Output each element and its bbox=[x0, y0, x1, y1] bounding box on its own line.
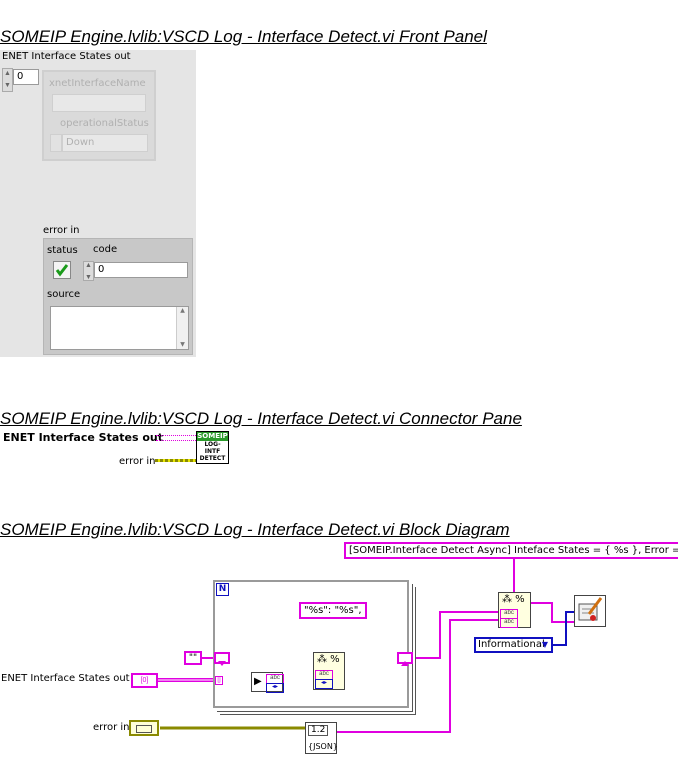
json-label-icon: {JSON} bbox=[308, 742, 338, 751]
operational-status-stepper[interactable] bbox=[50, 134, 62, 152]
log-pen-icon bbox=[578, 597, 603, 621]
empty-string-constant[interactable]: "" bbox=[184, 651, 202, 665]
source-scrollbar[interactable]: ▲ ▼ bbox=[176, 307, 188, 349]
shift-up-icon bbox=[401, 661, 409, 666]
log-level-enum[interactable]: Informational ▼ bbox=[474, 637, 553, 653]
unbundle-enum-icon: ◂▸ bbox=[266, 683, 284, 693]
array-index-input[interactable]: 0 bbox=[13, 69, 39, 85]
status-checkbox[interactable] bbox=[53, 261, 71, 279]
enet-array-terminal[interactable]: [0] bbox=[131, 673, 158, 688]
source-label: source bbox=[47, 289, 81, 300]
source-textarea[interactable]: ▲ ▼ bbox=[50, 306, 189, 350]
vi-icon: SOMEIP LOG- INTF DETECT bbox=[196, 431, 229, 464]
code-stepper[interactable]: ▲▼ bbox=[83, 261, 94, 281]
code-label: code bbox=[93, 244, 118, 255]
log-level-value: Informational bbox=[478, 639, 545, 650]
for-loop-structure[interactable]: N bbox=[213, 580, 409, 708]
checkmark-icon bbox=[55, 264, 69, 277]
connector-output-wire bbox=[156, 435, 196, 441]
error-in-cluster: status code ▲▼ 0 source ▲ ▼ bbox=[43, 238, 193, 355]
operational-status-field[interactable]: Down bbox=[62, 134, 148, 152]
code-input[interactable]: 0 bbox=[94, 262, 188, 278]
xnet-interface-name-field[interactable] bbox=[52, 94, 146, 112]
error-in-terminal-label: error in bbox=[93, 722, 130, 733]
format-enum-icon: ◂▸ bbox=[315, 679, 333, 689]
error-in-terminal[interactable] bbox=[129, 720, 159, 736]
vi-icon-text: LOG- INTF DETECT bbox=[199, 441, 226, 462]
array-index-stepper[interactable]: ▲▼ bbox=[2, 68, 13, 92]
cluster-element: xnetInterfaceName operationalStatus Down bbox=[42, 70, 156, 161]
unbundle-by-name-node[interactable]: ▶ abc ◂▸ bbox=[251, 672, 284, 693]
connector-input-wire bbox=[155, 459, 196, 462]
error-in-label: error in bbox=[43, 225, 80, 236]
enet-terminal-label: ENET Interface States out bbox=[1, 673, 130, 684]
xnet-interface-name-label: xnetInterfaceName bbox=[49, 78, 146, 89]
shift-register-right[interactable] bbox=[397, 652, 413, 666]
shift-down-icon bbox=[218, 661, 226, 666]
enum-dropdown-icon[interactable]: ▼ bbox=[541, 640, 548, 649]
front-panel-heading: SOMEIP Engine.lvlib:VSCD Log - Interface… bbox=[0, 27, 487, 46]
connector-pane-heading: SOMEIP Engine.lvlib:VSCD Log - Interface… bbox=[0, 409, 522, 428]
log-vi-node[interactable] bbox=[574, 595, 606, 627]
flatten-to-json-node[interactable]: 1.2 {JSON} bbox=[305, 722, 338, 754]
connector-input-label: error in bbox=[119, 456, 156, 467]
operational-status-label: operationalStatus bbox=[60, 118, 149, 129]
format-into-string-node-inner[interactable]: ⁂ % abc ◂▸ bbox=[313, 652, 345, 690]
item-format-constant[interactable]: "%s": "%s", bbox=[299, 602, 367, 619]
format-into-string-node-outer[interactable]: ⁂ % abc abc bbox=[498, 592, 531, 628]
vi-icon-banner: SOMEIP bbox=[197, 432, 228, 441]
array-label: ENET Interface States out bbox=[2, 51, 131, 62]
front-panel: ENET Interface States out ▲▼ 0 xnetInter… bbox=[0, 50, 196, 357]
scroll-up-icon[interactable]: ▲ bbox=[180, 307, 185, 314]
connector-output-label: ENET Interface States out bbox=[3, 431, 163, 444]
format-outer-abc-icon-2: abc bbox=[500, 618, 518, 628]
auto-index-tunnel: [] bbox=[215, 676, 223, 685]
scroll-down-icon[interactable]: ▼ bbox=[180, 341, 185, 348]
error-cluster-icon bbox=[136, 725, 152, 733]
shift-register-left[interactable] bbox=[214, 652, 230, 666]
json-number-icon: 1.2 bbox=[308, 725, 329, 736]
format-percent-icon: ⁂ % bbox=[317, 654, 340, 665]
unbundle-arrow-icon: ▶ bbox=[254, 676, 262, 687]
block-diagram-heading: SOMEIP Engine.lvlib:VSCD Log - Interface… bbox=[0, 520, 510, 539]
loop-count-terminal[interactable]: N bbox=[216, 583, 229, 596]
format-string-constant[interactable]: [SOMEIP.Interface Detect Async] Inteface… bbox=[344, 542, 678, 559]
status-label: status bbox=[47, 245, 78, 256]
format-outer-percent-icon: ⁂ % bbox=[502, 594, 525, 605]
